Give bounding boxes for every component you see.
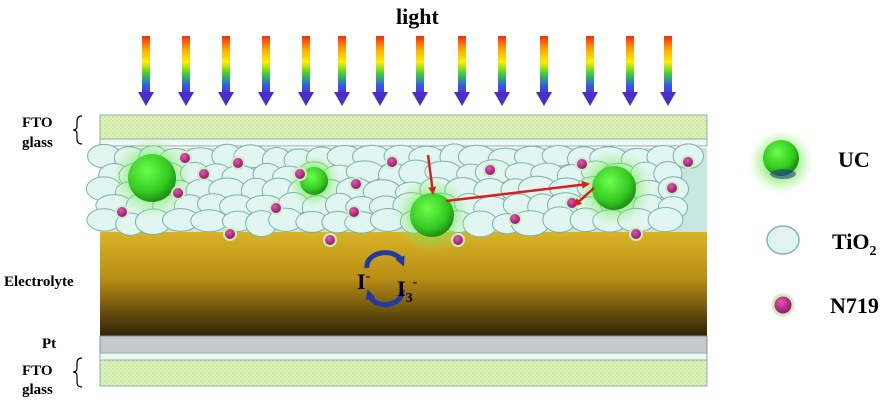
- pt-layer: [99, 335, 708, 354]
- legend-uc-swatch: [763, 140, 799, 176]
- n719-particle: [629, 227, 643, 241]
- n719-particle: [223, 227, 237, 241]
- n719-particle: [115, 205, 129, 219]
- brace-fto-top: [72, 115, 83, 145]
- uc-particle: [112, 138, 192, 218]
- legend: UC TiO2 N719: [749, 130, 879, 318]
- redox-iodide: I-: [357, 269, 371, 294]
- n719-particle: [171, 186, 185, 200]
- n719-particle: [347, 205, 361, 219]
- left-labels: FTO glass Electrolyte Pt FTO glass: [4, 115, 83, 398]
- label-electrolyte: Electrolyte: [4, 274, 74, 290]
- n719-particle: [349, 177, 363, 191]
- light-ray-arrow: [582, 36, 598, 106]
- uc-particle: [576, 150, 652, 226]
- light-ray-arrow: [412, 36, 428, 106]
- uc-particle: [288, 155, 340, 207]
- legend-uc-shadow: [770, 169, 796, 179]
- light-ray-arrow: [660, 36, 676, 106]
- light-ray-arrow: [138, 36, 154, 106]
- light-arrows: [138, 36, 676, 106]
- n719-particle: [483, 163, 497, 177]
- light-ray-arrow: [178, 36, 194, 106]
- fto-glass-bottom-inner: [99, 352, 708, 361]
- legend-tio2: TiO2: [766, 225, 877, 259]
- legend-uc: UC: [749, 130, 870, 194]
- uc-particle: [394, 177, 470, 253]
- light-ray-arrow: [218, 36, 234, 106]
- legend-uc-label: UC: [838, 147, 870, 172]
- legend-n719-swatch: [771, 293, 795, 317]
- arrow-uc-to-uc: [445, 180, 590, 203]
- legend-tio2-swatch: [766, 225, 800, 255]
- n719-particle: [385, 155, 399, 169]
- legend-n719: N719: [771, 293, 879, 318]
- redox-triiodide: I3-: [397, 275, 418, 306]
- n719-particle: [323, 233, 337, 247]
- light-ray-arrow: [372, 36, 388, 106]
- label-fto-bottom-1: FTO: [22, 363, 53, 379]
- n719-particle: [665, 181, 679, 195]
- legend-tio2-label: TiO2: [832, 229, 877, 259]
- arrow-uc-to-dye: [573, 187, 595, 207]
- n719-particle: [293, 167, 307, 181]
- brace-fto-bottom: [72, 357, 83, 388]
- n719-particle: [231, 156, 245, 170]
- n719-particle: [575, 157, 589, 171]
- electrolyte-layer: [100, 232, 707, 336]
- light-ray-arrow: [536, 36, 552, 106]
- label-pt: Pt: [42, 336, 56, 352]
- n719-particle: [269, 201, 283, 215]
- redox-arrow-upper: [364, 250, 405, 269]
- label-fto-top-2: glass: [22, 135, 53, 151]
- fto-glass-top: [99, 114, 708, 140]
- redox-arrow-lower: [365, 289, 405, 308]
- tio2-particle: [647, 206, 684, 233]
- n719-particle: [197, 167, 211, 181]
- energy-transfer-arrows: [426, 154, 595, 207]
- title-light: light: [396, 4, 439, 29]
- light-ray-arrow: [334, 36, 350, 106]
- redox-cycle: I- I3-: [357, 250, 418, 308]
- label-fto-top-1: FTO: [22, 115, 53, 131]
- legend-n719-label: N719: [830, 293, 879, 318]
- n719-particle: [508, 212, 522, 226]
- light-ray-arrow: [454, 36, 470, 106]
- n719-particle: [178, 151, 192, 165]
- light-ray-arrow: [298, 36, 314, 106]
- light-ray-arrow: [258, 36, 274, 106]
- arrow-light-to-uc: [426, 154, 437, 195]
- light-ray-arrow: [622, 36, 638, 106]
- n719-particle: [451, 233, 465, 247]
- light-ray-arrow: [494, 36, 510, 106]
- fto-glass-bottom: [99, 359, 708, 387]
- n719-particle: [681, 155, 695, 169]
- label-fto-bottom-2: glass: [22, 382, 53, 398]
- n719-particles: [115, 151, 695, 247]
